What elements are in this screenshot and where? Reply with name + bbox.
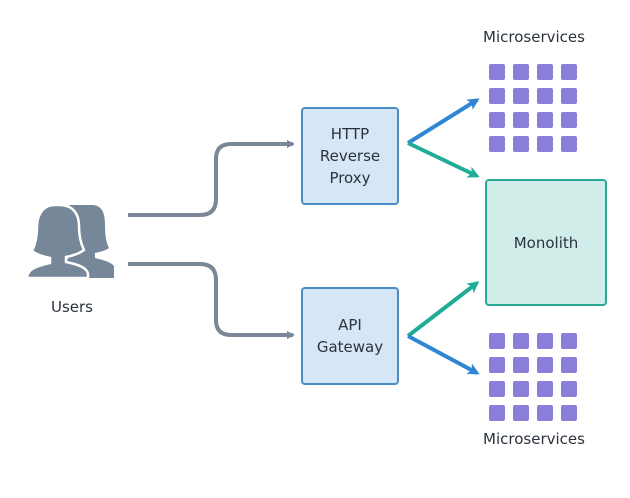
microservices-top-label: Microservices — [483, 28, 585, 46]
microservice-cell — [513, 64, 529, 80]
microservice-cell — [561, 381, 577, 397]
microservice-cell — [537, 405, 553, 421]
microservice-cell — [561, 405, 577, 421]
microservice-cell — [489, 88, 505, 104]
arrow-users-to-http-proxy — [128, 140, 295, 217]
microservice-cell — [513, 136, 529, 152]
arrow-proxy-to-monolith — [407, 141, 480, 178]
microservice-cell — [537, 381, 553, 397]
http-proxy-line-1: HTTP — [330, 125, 370, 143]
arrow-proxy-to-microservices — [406, 98, 480, 145]
microservice-cell — [513, 333, 529, 349]
http-reverse-proxy-node[interactable]: HTTP Reverse Proxy — [301, 107, 399, 205]
microservice-cell — [537, 112, 553, 128]
api-gateway-line-2: Gateway — [316, 338, 384, 356]
arrow-users-to-api-gateway — [128, 262, 295, 339]
http-proxy-line-3: Proxy — [329, 169, 371, 187]
microservice-cell — [489, 333, 505, 349]
microservices-bottom-grid[interactable] — [489, 333, 577, 421]
api-gateway-line-1: API — [338, 316, 362, 334]
microservice-cell — [537, 64, 553, 80]
microservice-cell — [513, 112, 529, 128]
microservice-cell — [513, 88, 529, 104]
microservice-cell — [489, 64, 505, 80]
microservice-cell — [489, 381, 505, 397]
monolith-label: Monolith — [513, 233, 579, 252]
users-icon — [25, 203, 114, 280]
microservices-top-grid[interactable] — [489, 64, 577, 152]
api-gateway-node[interactable]: API Gateway — [301, 287, 399, 385]
microservice-cell — [537, 333, 553, 349]
microservice-cell — [537, 136, 553, 152]
microservice-cell — [561, 112, 577, 128]
http-proxy-line-2: Reverse — [319, 147, 381, 165]
users-label: Users — [50, 298, 93, 316]
microservice-cell — [489, 136, 505, 152]
microservice-cell — [489, 112, 505, 128]
microservice-cell — [537, 88, 553, 104]
microservice-cell — [561, 333, 577, 349]
microservice-cell — [489, 405, 505, 421]
microservice-cell — [537, 357, 553, 373]
arrow-gateway-to-monolith — [406, 281, 480, 338]
microservice-cell — [489, 357, 505, 373]
monolith-node[interactable]: Monolith — [485, 179, 607, 306]
arrow-gateway-to-microservices — [407, 334, 480, 375]
microservices-bottom-label: Microservices — [483, 430, 585, 448]
microservice-cell — [513, 405, 529, 421]
microservice-cell — [513, 381, 529, 397]
microservice-cell — [513, 357, 529, 373]
microservice-cell — [561, 64, 577, 80]
microservice-cell — [561, 357, 577, 373]
microservice-cell — [561, 88, 577, 104]
microservice-cell — [561, 136, 577, 152]
